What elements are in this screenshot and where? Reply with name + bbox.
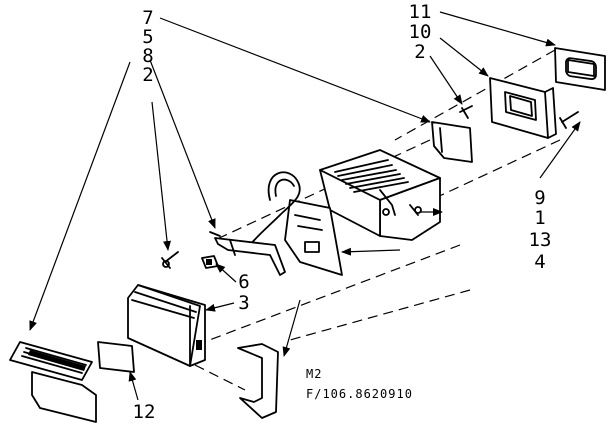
callout-13: 13 (529, 229, 552, 251)
drawing-reference: M2 F/106.8620910 (306, 367, 413, 401)
part-terminal-block (201, 255, 219, 269)
callout-11: 11 (409, 1, 432, 23)
part-bottom-grille (9, 341, 97, 423)
callout-9: 9 (534, 187, 545, 209)
part-control-module (127, 284, 206, 367)
part-mounting-bracket (237, 343, 279, 419)
part-louvered-housing (319, 149, 441, 241)
callout-3: 3 (238, 292, 249, 314)
part-circuit-board (284, 199, 343, 276)
part-heater-rod (209, 231, 286, 276)
callout-12: 12 (133, 401, 156, 423)
callout-6: 6 (238, 271, 249, 293)
part-wire-harness (249, 171, 301, 246)
part-gasket (554, 47, 606, 91)
callout-group-right: 9 1 13 4 (529, 187, 552, 273)
part-screw-right (559, 111, 579, 129)
callout-2b: 2 (414, 41, 425, 63)
part-trim-frame (489, 77, 557, 139)
callout-1: 1 (534, 207, 545, 229)
callout-8: 8 (142, 45, 153, 67)
part-screw-top (459, 105, 473, 119)
callout-group-left: 7 5 8 2 (142, 7, 153, 86)
drawing-ref-line2: F/106.8620910 (306, 387, 413, 401)
part-screw-left (161, 251, 179, 269)
callout-4: 4 (534, 251, 545, 273)
callout-10: 10 (409, 21, 432, 43)
drawing-ref-line1: M2 (306, 367, 322, 381)
callout-5: 5 (142, 26, 153, 48)
callout-2: 2 (142, 64, 153, 86)
leader-lines (29, 11, 581, 401)
callout-group-top-right: 11 10 2 (409, 1, 432, 63)
part-bracket (431, 121, 473, 163)
part-label (97, 341, 135, 373)
callout-7: 7 (142, 7, 153, 29)
